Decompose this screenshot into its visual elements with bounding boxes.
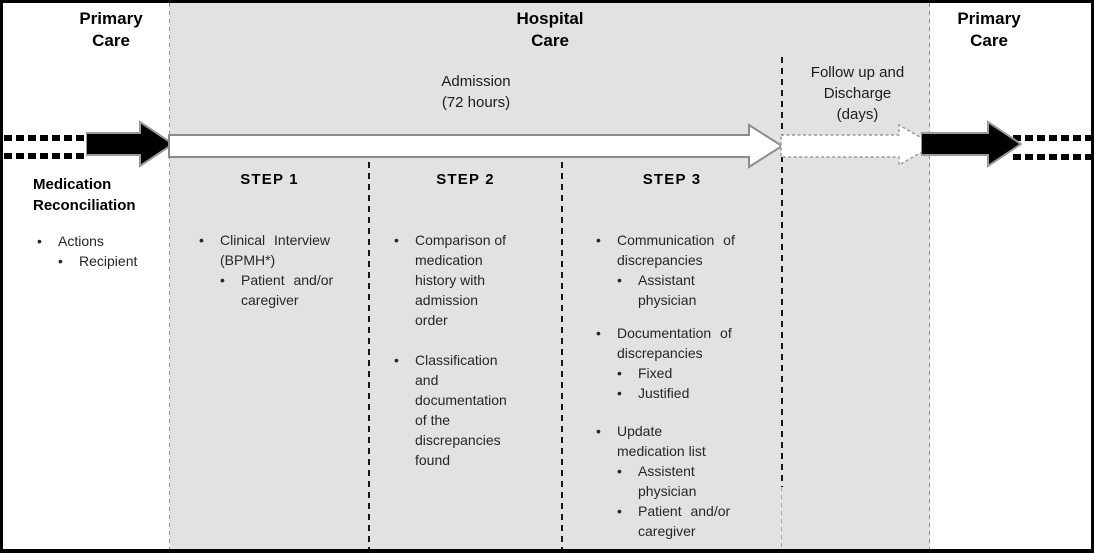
bullet-icon: •: [596, 232, 601, 248]
frame-border-right: [1091, 0, 1094, 553]
hospital-care-panel: [170, 0, 930, 553]
primary-care-left-title: Primary Care: [79, 9, 143, 50]
list-item: •Fixed: [617, 365, 673, 381]
admission-phase-label: Admission (72 hours): [441, 73, 511, 111]
bullet-icon: •: [596, 423, 601, 439]
dotted-line-right-top: [1013, 135, 1091, 141]
bullet-icon: •: [617, 365, 622, 381]
bullet-icon: •: [394, 352, 399, 368]
list-item: •Recipient: [58, 253, 138, 269]
hospital-to-primary-arrow-icon: [921, 120, 1022, 168]
list-item: •Assistent physician: [617, 463, 697, 499]
frame-border-bottom: [0, 549, 1094, 553]
admission-followup-divider-faded: [781, 487, 782, 549]
primary-to-hospital-arrow-icon: [86, 120, 174, 168]
step1-step2-divider: [368, 162, 370, 549]
list-item: •Patient and/or caregiver: [220, 272, 334, 308]
bullet-icon: •: [394, 232, 399, 248]
admission-followup-divider: [781, 57, 783, 487]
step2-step3-divider: [561, 162, 563, 549]
step2-list: •Comparison of medication history with a…: [390, 230, 535, 470]
list-item: •Patient and/or caregiver: [617, 503, 731, 539]
list-item: •Justified: [617, 385, 690, 401]
bullet-icon: •: [617, 463, 622, 479]
hospital-right-boundary-line: [929, 3, 930, 549]
followup-timeline-arrow-icon: [780, 123, 936, 167]
bullet-icon: •: [617, 272, 622, 288]
admission-timeline-arrow-icon: [168, 123, 784, 169]
hospital-left-boundary-line: [169, 3, 170, 549]
step3-list: •Communication of discrepancies •Assista…: [592, 230, 767, 541]
dotted-line-right-bottom: [1013, 154, 1091, 160]
medication-reconciliation-list: •Actions •Recipient: [33, 231, 163, 271]
bullet-icon: •: [37, 233, 42, 249]
frame-border-top: [0, 0, 1094, 3]
list-item: •Classification and documentation of the…: [394, 352, 507, 468]
list-item: •Clinical Interview (BPMH*): [199, 232, 331, 268]
followup-phase-label: Follow up and Discharge (days): [810, 64, 905, 123]
hospital-care-title: Hospital Care: [516, 9, 584, 50]
dotted-line-left-top: [4, 135, 88, 141]
medication-reconciliation-title: Medication Reconciliation: [33, 176, 136, 214]
bullet-icon: •: [58, 253, 63, 269]
bullet-icon: •: [617, 503, 622, 519]
list-item: •Update medication list: [596, 423, 706, 459]
bullet-icon: •: [220, 272, 225, 288]
step3-label: STEP 3: [642, 171, 702, 188]
list-item: •Documentation of discrepancies: [596, 325, 732, 361]
primary-care-right-title: Primary Care: [957, 9, 1021, 50]
step2-label: STEP 2: [436, 171, 495, 188]
bullet-icon: •: [199, 232, 204, 248]
list-item: •Actions: [37, 233, 104, 249]
step1-label: STEP 1: [240, 171, 299, 188]
step1-list: •Clinical Interview (BPMH*) •Patient and…: [195, 230, 355, 310]
frame-border-left: [0, 0, 3, 553]
list-item: •Comparison of medication history with a…: [394, 232, 507, 328]
bullet-icon: •: [596, 325, 601, 341]
list-item: •Communication of discrepancies: [596, 232, 735, 268]
dotted-line-left-bottom: [4, 153, 88, 159]
bullet-icon: •: [617, 385, 622, 401]
list-item: •Assistant physician: [617, 272, 697, 308]
